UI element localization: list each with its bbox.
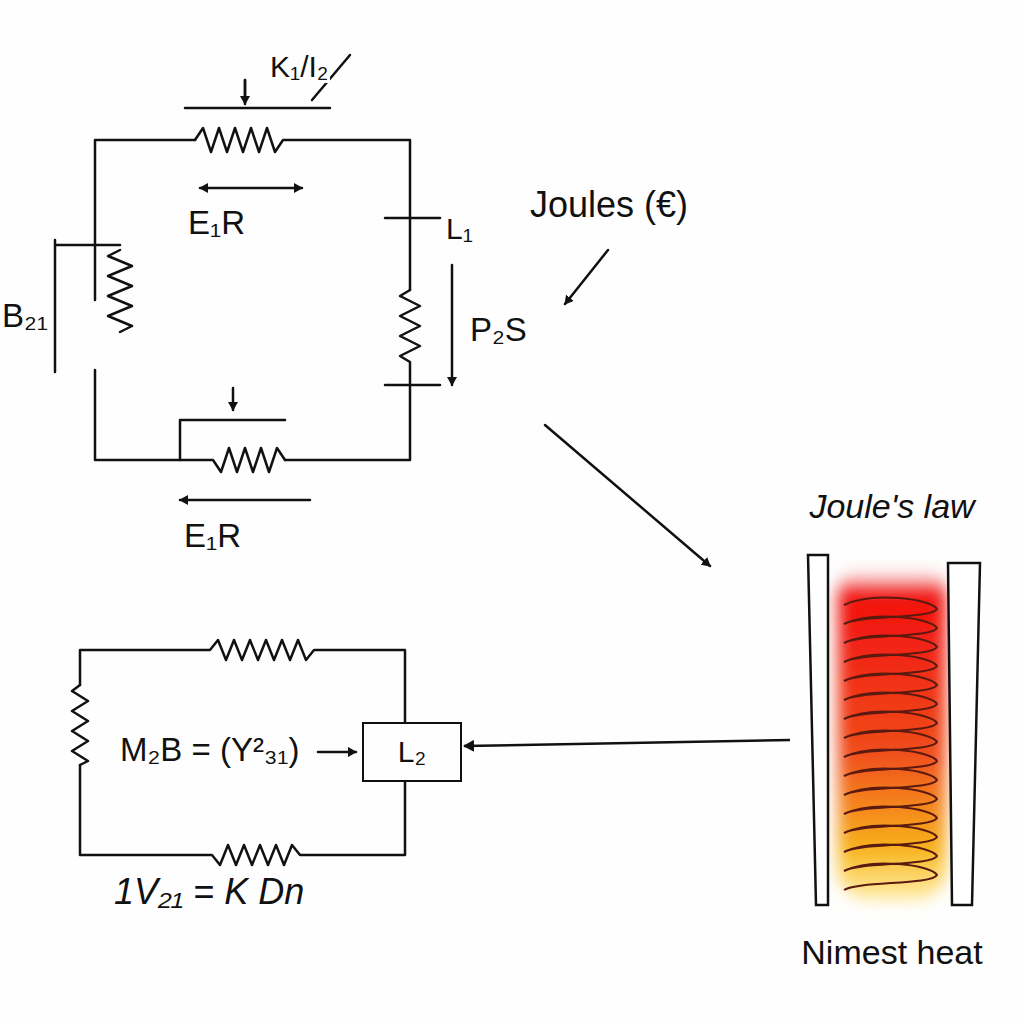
leader-arrow xyxy=(545,425,710,566)
symbol-label: K₁/I₂ xyxy=(268,50,330,83)
box-label: L₂ xyxy=(398,735,426,769)
bracket xyxy=(185,80,330,108)
resistor-symbol xyxy=(108,250,132,332)
arrow xyxy=(180,499,310,502)
unit-label: Joules (€) xyxy=(528,185,690,225)
arrow xyxy=(244,80,247,104)
resistor-symbol xyxy=(80,765,405,865)
formula-label: 1V₂₁ = K Dn xyxy=(112,872,306,912)
resistor-symbol xyxy=(285,290,420,460)
component-label: P₂S xyxy=(468,312,529,348)
component-box: L₂ xyxy=(362,722,462,782)
component-label: L₁ xyxy=(444,212,475,245)
arrow xyxy=(451,265,454,385)
resistor-symbol xyxy=(95,370,285,472)
component-label: E₁R xyxy=(186,205,247,241)
battery-plate xyxy=(55,240,120,372)
leader-arrow xyxy=(565,250,608,304)
heater-element: Joule's lawNimest heat xyxy=(782,485,1002,985)
arrow xyxy=(318,751,356,754)
resistor-symbol xyxy=(72,685,88,765)
formula-label: M₂B = (Y²₃₁) xyxy=(118,732,301,768)
terminal-bar xyxy=(385,218,440,385)
component-label: E₁R xyxy=(182,518,243,554)
bracket xyxy=(180,420,285,460)
heating-coil xyxy=(782,485,1002,985)
resistor-symbol xyxy=(80,640,405,722)
connector-arrow xyxy=(464,740,790,746)
arrow xyxy=(232,388,235,410)
heading-text: Joule's law xyxy=(742,487,1024,526)
dimension-arrow xyxy=(200,187,302,190)
component-label: B₂₁ xyxy=(0,298,50,334)
caption-text: Nimest heat xyxy=(742,933,1024,972)
